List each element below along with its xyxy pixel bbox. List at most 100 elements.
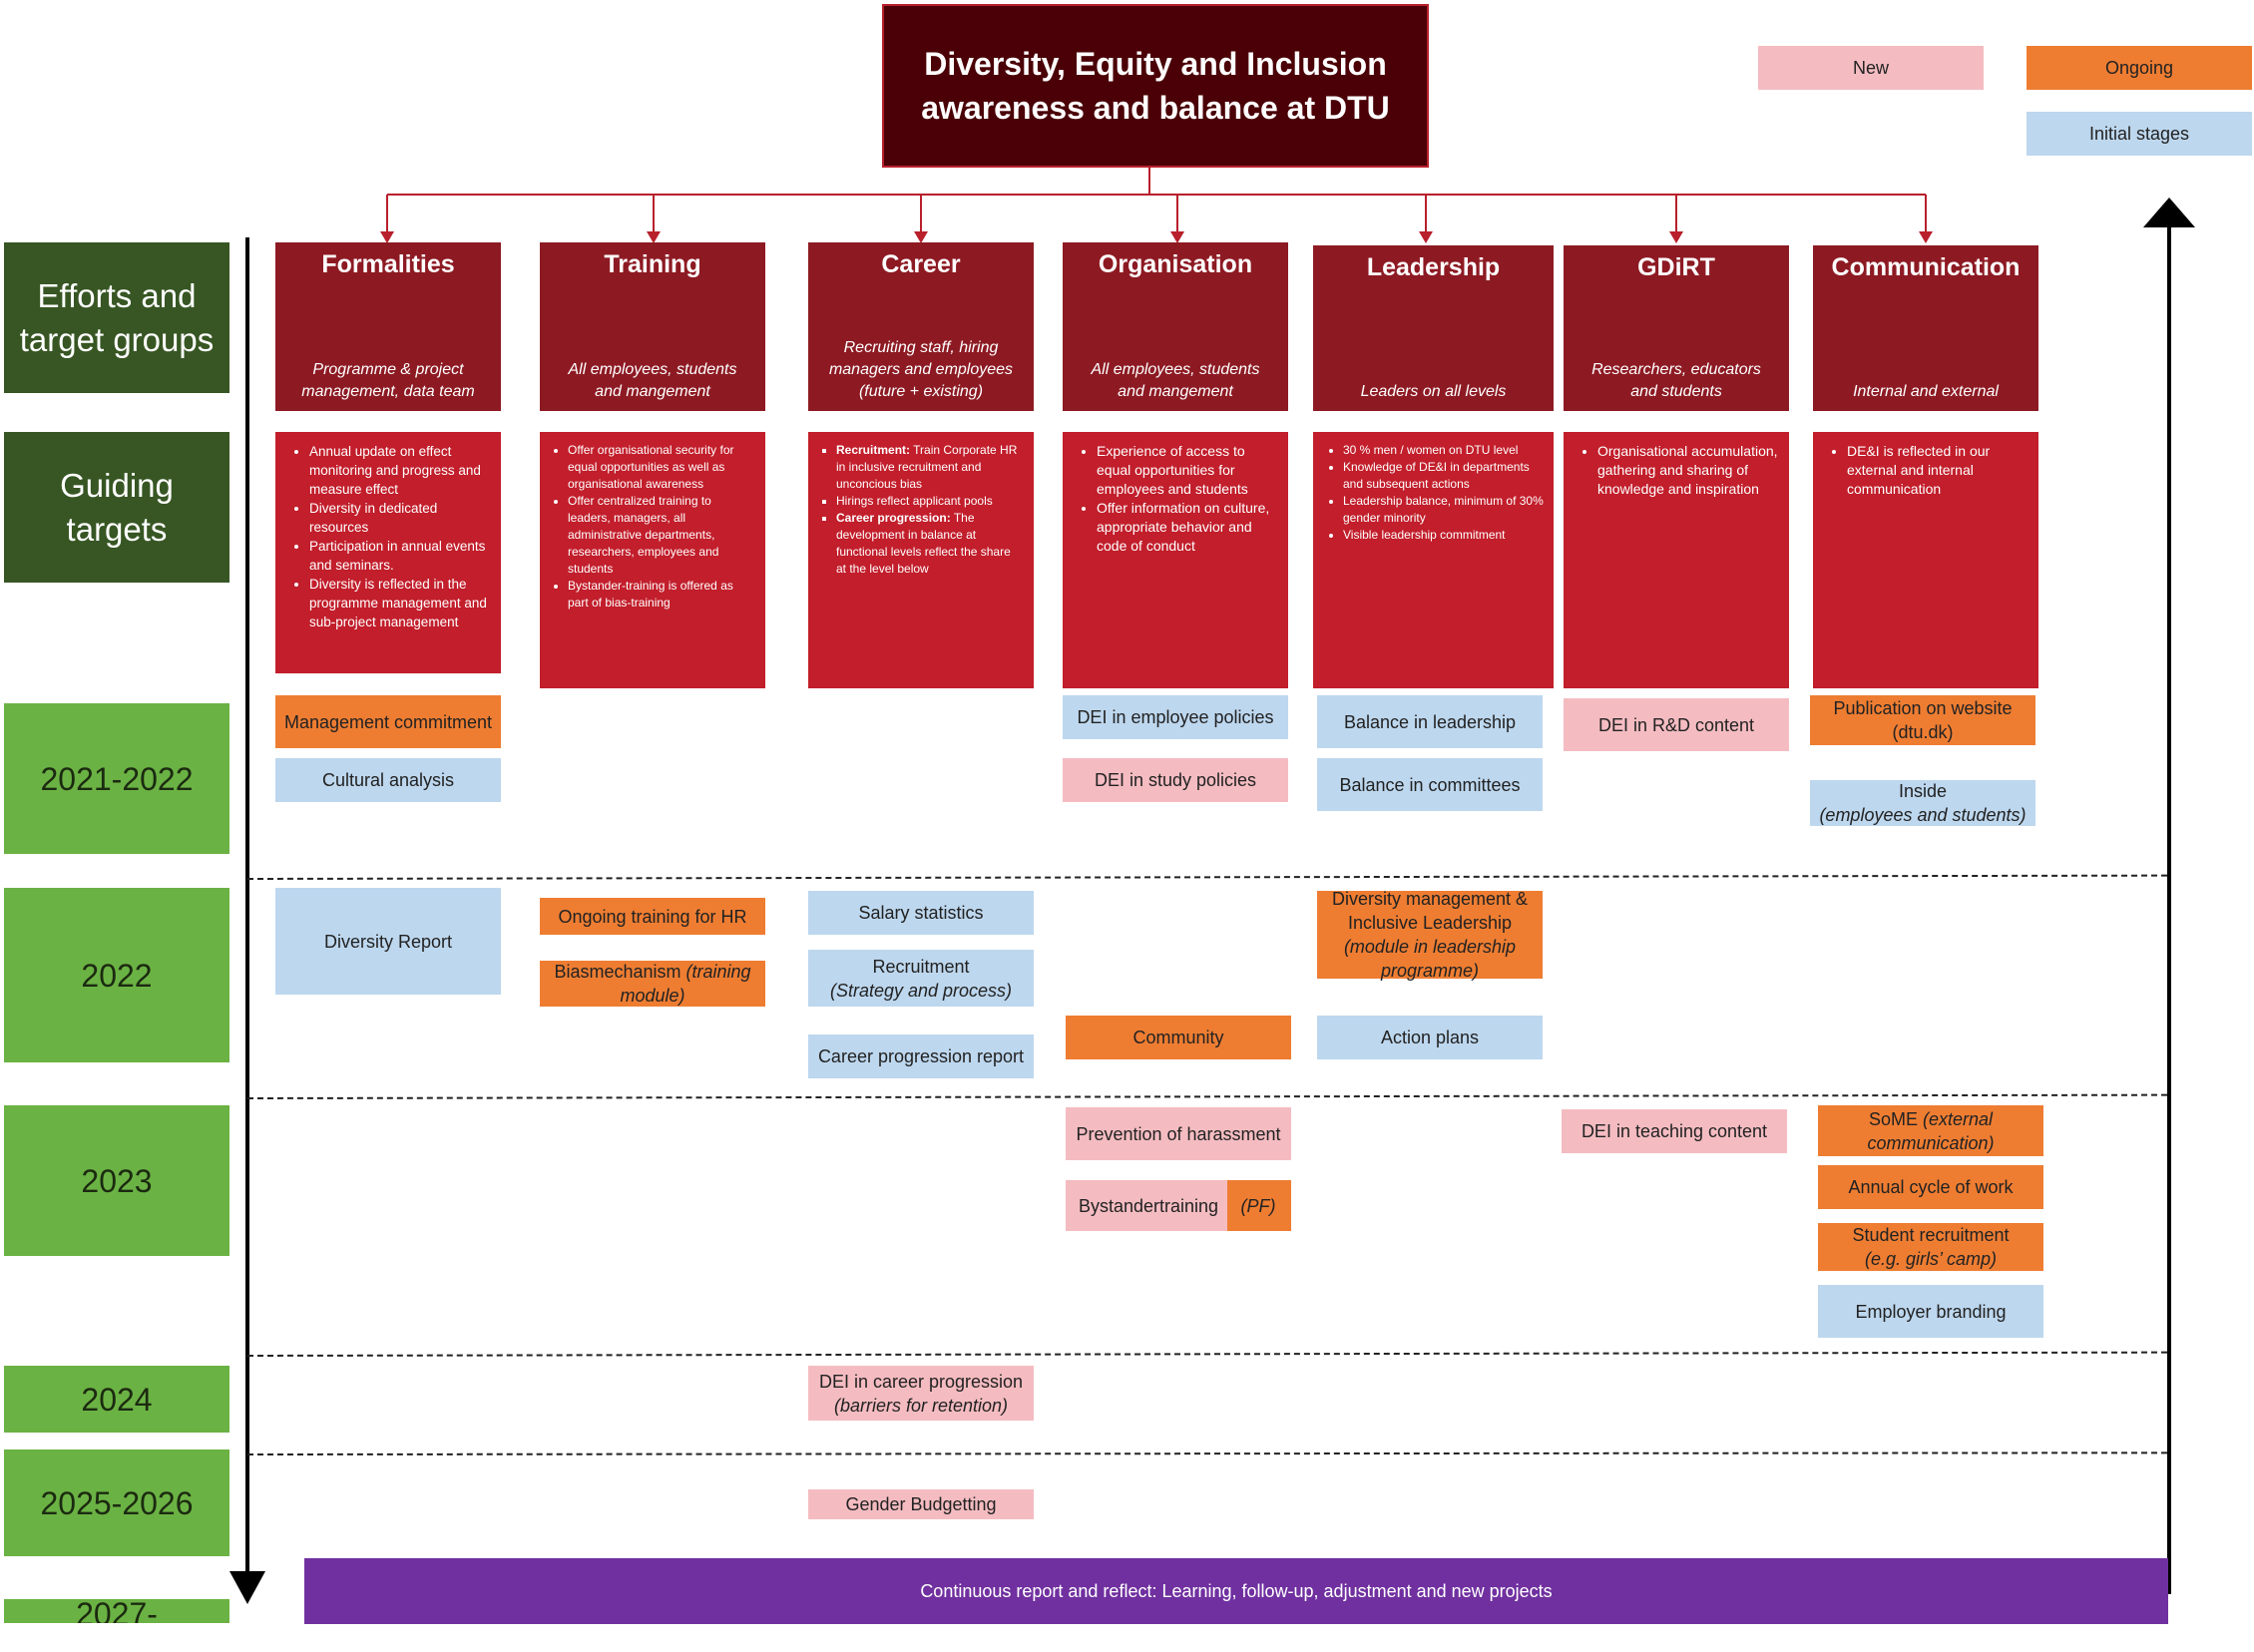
column-subtitle: Internal and external bbox=[1853, 383, 1999, 400]
item-label: DEI in teaching content bbox=[1580, 1121, 1768, 1141]
target-item: Knowledge of DE&I in departments and sub… bbox=[1343, 459, 1544, 493]
item-sublabel: (PF) bbox=[1240, 1195, 1276, 1216]
item-sublabel: (barriers for retention) bbox=[833, 1395, 1009, 1416]
column-subtitle: Recruiting staff, hiring managers and em… bbox=[828, 339, 1014, 400]
item-management-commitment: Management commitment bbox=[275, 695, 501, 748]
column-title: Communication bbox=[1831, 253, 2021, 281]
column-communication: Communication Internal and external bbox=[1813, 245, 2038, 411]
side-label-2024: 2024 bbox=[4, 1366, 229, 1433]
item-sublabel: (e.g. girls’ camp) bbox=[1864, 1249, 1998, 1269]
item-label: Employer branding bbox=[1855, 1301, 2007, 1322]
item-diversity-management: Diversity management & Inclusive Leaders… bbox=[1317, 889, 1543, 981]
item-label: Student recruitment bbox=[1852, 1225, 2010, 1245]
item-label: SoME bbox=[1868, 1108, 1923, 1129]
item-sublabel: (module in leadership programme) bbox=[1343, 937, 1517, 981]
targets-organisation: Experience of access to equal opportunit… bbox=[1063, 432, 1288, 688]
item-bystandertraining: Bystandertraining (PF) bbox=[1066, 1180, 1291, 1231]
item-sublabel: (external communication) bbox=[1867, 1108, 1995, 1153]
item-inside: Inside (employees and students) bbox=[1810, 780, 2035, 826]
targets-communication: DE&I is reflected in our external and in… bbox=[1813, 432, 2038, 688]
column-title: Training bbox=[604, 250, 701, 278]
item-label: Career progression report bbox=[817, 1046, 1025, 1066]
item-ongoing-training-hr: Ongoing training for HR bbox=[540, 898, 765, 935]
item-balance-leadership: Balance in leadership bbox=[1317, 695, 1543, 748]
target-item-text: Train Corporate HR in inclusive recruitm… bbox=[836, 443, 1018, 491]
item-career-progression-report: Career progression report bbox=[808, 1034, 1034, 1078]
side-label-2022: 2022 bbox=[4, 888, 229, 1062]
item-label: Ongoing training for HR bbox=[558, 906, 747, 927]
item-dei-career-progression: DEI in career progression (barriers for r… bbox=[808, 1366, 1034, 1421]
column-formalities: Formalities Programme & project manageme… bbox=[275, 242, 501, 411]
item-publication-website: Publication on website (dtu.dk) bbox=[1810, 695, 2035, 745]
column-title: GDiRT bbox=[1637, 253, 1715, 281]
target-item-bold: Recruitment: bbox=[836, 443, 911, 457]
item-label: Biasmechanism bbox=[554, 962, 686, 982]
column-subtitle: Programme & project management, data tea… bbox=[301, 361, 475, 400]
item-label: Bystandertraining bbox=[1078, 1195, 1219, 1216]
targets-leadership: 30 % men / women on DTU level Knowledge … bbox=[1313, 432, 1554, 688]
item-label: Salary statistics bbox=[858, 903, 984, 923]
target-item: Hirings reflect applicant pools bbox=[836, 493, 1024, 510]
column-career: Career Recruiting staff, hiring managers… bbox=[808, 242, 1034, 411]
targets-formalities: Annual update on effect monitoring and p… bbox=[275, 432, 501, 673]
item-label: Cultural analysis bbox=[321, 770, 455, 790]
target-item: Experience of access to equal opportunit… bbox=[1097, 442, 1278, 499]
item-recruitment: Recruitment(Strategy and process) bbox=[808, 950, 1034, 1007]
item-label: DEI in employee policies bbox=[1077, 707, 1274, 727]
item-salary-statistics: Salary statistics bbox=[808, 891, 1034, 935]
targets-training: Offer organisational security for equal … bbox=[540, 432, 765, 688]
column-subtitle: All employees, students and mangement bbox=[1091, 361, 1260, 400]
target-item: Recruitment: Train Corporate HR in inclu… bbox=[836, 442, 1024, 493]
column-gdirt: GDiRT Researchers, educators and student… bbox=[1564, 245, 1789, 411]
target-item: 30 % men / women on DTU level bbox=[1343, 442, 1544, 459]
item-label: Diversity Report bbox=[323, 931, 453, 952]
side-label-2023: 2023 bbox=[4, 1105, 229, 1256]
item-balance-committees: Balance in committees bbox=[1317, 758, 1543, 811]
column-organisation: Organisation All employees, students and… bbox=[1063, 242, 1288, 411]
target-item: Annual update on effect monitoring and p… bbox=[309, 442, 491, 499]
item-sublabel: (training module) bbox=[620, 962, 751, 1006]
item-label: Balance in leadership bbox=[1343, 711, 1517, 732]
legend-initial-stages: Initial stages bbox=[2027, 112, 2252, 156]
column-title: Career bbox=[881, 250, 961, 278]
target-item: Diversity in dedicated resources bbox=[309, 499, 491, 537]
item-label: Management commitment bbox=[283, 711, 493, 732]
target-item: Bystander-training is offered as part of… bbox=[568, 578, 755, 612]
item-community: Community bbox=[1066, 1016, 1291, 1059]
side-label-guiding-targets: Guiding targets bbox=[4, 432, 229, 583]
item-dei-teaching: DEI in teaching content bbox=[1562, 1109, 1787, 1153]
target-item-text: The development in balance at functional… bbox=[836, 511, 1011, 576]
target-item: DE&I is reflected in our external and in… bbox=[1847, 442, 2029, 499]
item-label: Recruitment bbox=[872, 956, 970, 977]
column-title: Organisation bbox=[1098, 250, 1253, 278]
item-label: Annual cycle of work bbox=[1848, 1177, 2014, 1197]
side-label-2025-2026: 2025-2026 bbox=[4, 1449, 229, 1556]
item-label: Inside bbox=[1898, 781, 1948, 801]
item-label: Diversity management & Inclusive Leaders… bbox=[1331, 889, 1529, 933]
item-label: DEI in R&D content bbox=[1597, 714, 1755, 735]
item-label: Community bbox=[1132, 1028, 1224, 1047]
item-sublabel: (employees and students) bbox=[1819, 805, 2027, 825]
column-subtitle: Researchers, educators and students bbox=[1591, 361, 1761, 400]
item-diversity-report: Diversity Report bbox=[275, 888, 501, 995]
target-item: Career progression: The development in b… bbox=[836, 510, 1024, 578]
target-item: Offer centralized training to leaders, m… bbox=[568, 493, 755, 578]
item-dei-study-policies: DEI in study policies bbox=[1063, 758, 1288, 802]
targets-career: Recruitment: Train Corporate HR in inclu… bbox=[808, 432, 1034, 688]
item-label: Publication on website (dtu.dk) bbox=[1833, 698, 2013, 742]
item-action-plans: Action plans bbox=[1317, 1016, 1543, 1059]
target-item: Visible leadership commitment bbox=[1343, 527, 1544, 544]
item-label: DEI in study policies bbox=[1094, 770, 1257, 790]
item-label: Gender Budgetting bbox=[845, 1494, 997, 1514]
column-title: Formalities bbox=[321, 250, 455, 278]
column-title: Leadership bbox=[1366, 253, 1501, 281]
item-label: Balance in committees bbox=[1339, 774, 1521, 795]
target-item: Offer information on culture, appropriat… bbox=[1097, 499, 1278, 556]
item-student-recruitment: Student recruitment (e.g. girls’ camp) bbox=[1818, 1223, 2043, 1271]
target-item-text: Hirings reflect applicant pools bbox=[836, 494, 993, 508]
item-gender-budgetting: Gender Budgetting bbox=[808, 1489, 1034, 1519]
item-label: Action plans bbox=[1380, 1028, 1480, 1047]
item-label: DEI in career progression bbox=[818, 1371, 1024, 1392]
targets-gdirt: Organisational accumulation, gathering a… bbox=[1564, 432, 1789, 688]
